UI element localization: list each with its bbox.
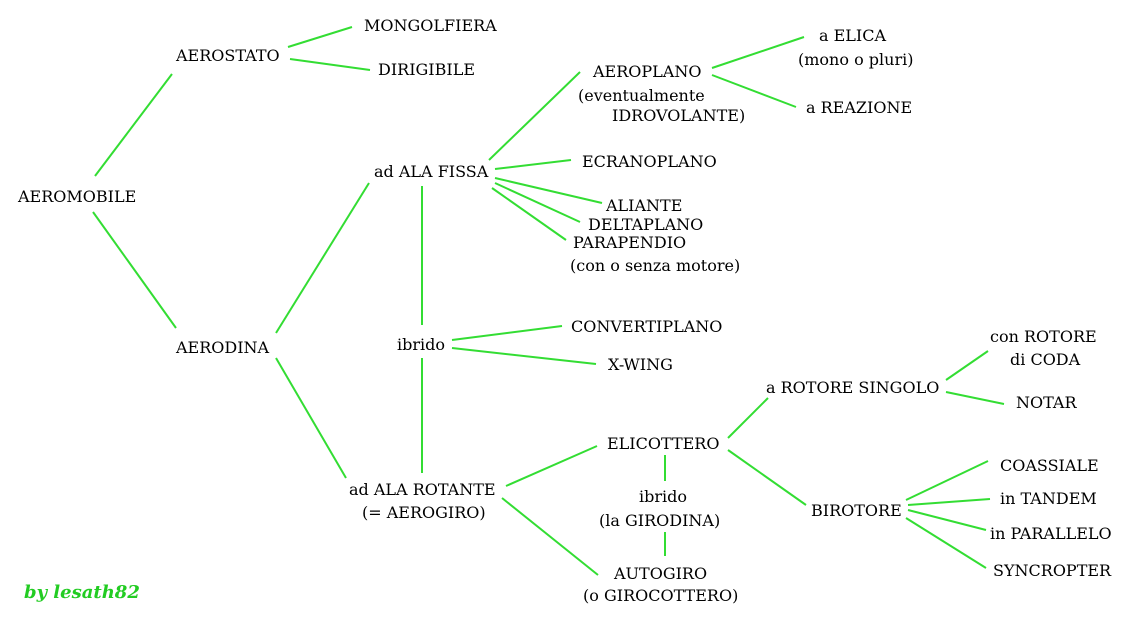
node-aerodina: AERODINA	[176, 338, 270, 357]
node-girodina: (la GIRODINA)	[599, 511, 721, 530]
node-aeroplano: AEROPLANO	[593, 62, 702, 81]
node-ibrido: ibrido	[397, 335, 445, 354]
node-ecranoplano: ECRANOPLANO	[582, 152, 717, 171]
link-aeromobile-aerodina	[92, 211, 177, 329]
link-alafissa-ecranoplano	[494, 159, 572, 170]
link-aeroplano-elica	[711, 36, 805, 69]
link-aeroplano-reazione	[711, 74, 797, 108]
node-x-wing: X-WING	[608, 355, 673, 374]
node-birotore: BIROTORE	[811, 501, 902, 520]
node-aliante: ALIANTE	[606, 196, 683, 215]
node-ala-rotante: ad ALA ROTANTE	[349, 480, 496, 499]
node-aeromobile: AEROMOBILE	[18, 187, 137, 206]
link-birotore-syncropter	[905, 517, 987, 569]
author-signature: by lesath82	[24, 582, 140, 603]
node-rotore-coda-1: con ROTORE	[990, 327, 1097, 346]
node-rotore-singolo: a ROTORE SINGOLO	[766, 378, 940, 397]
link-alarotante-autogiro	[501, 497, 599, 576]
node-aerostato: AEROSTATO	[176, 46, 280, 65]
node-aeroplano-note-2: IDROVOLANTE)	[612, 106, 746, 125]
node-elica-note: (mono o pluri)	[798, 50, 914, 69]
node-mongolfiera: MONGOLFIERA	[364, 16, 497, 35]
link-aerodina-alafissa	[275, 182, 370, 334]
node-aeroplano-note-1: (eventualmente	[578, 86, 705, 105]
node-elicottero: ELICOTTERO	[607, 434, 720, 453]
node-ibrido-girodina: ibrido	[639, 487, 687, 506]
node-parallelo: in PARALLELO	[990, 524, 1112, 543]
link-aeromobile-aerostato	[94, 73, 173, 177]
node-dirigibile: DIRIGIBILE	[378, 60, 475, 79]
link-birotore-coassiale	[905, 460, 989, 501]
node-reazione: a REAZIONE	[806, 98, 913, 117]
link-aerostato-dirigibile	[289, 58, 371, 71]
node-ala-fissa: ad ALA FISSA	[374, 162, 489, 181]
node-parapendio-note: (con o senza motore)	[570, 256, 741, 275]
node-convertiplano: CONVERTIPLANO	[571, 317, 723, 336]
node-tandem: in TANDEM	[1000, 489, 1097, 508]
link-ibrido-convertiplano	[451, 325, 563, 341]
node-elica: a ELICA	[819, 26, 887, 45]
node-coassiale: COASSIALE	[1000, 456, 1099, 475]
node-parapendio: PARAPENDIO	[573, 233, 687, 252]
link-ibrido-xwing	[451, 347, 597, 365]
node-autogiro: AUTOGIRO	[614, 564, 708, 583]
link-rotoresingolo-rotorecoda	[945, 350, 989, 381]
link-alafissa-deltaplano	[494, 182, 581, 223]
node-notar: NOTAR	[1016, 393, 1077, 412]
link-rotoresingolo-notar	[945, 391, 1005, 405]
link-birotore-parallelo	[907, 509, 987, 531]
link-aerodina-alarotante	[275, 357, 347, 479]
node-syncropter: SYNCROPTER	[993, 561, 1112, 580]
link-elicottero-birotore	[727, 449, 807, 506]
link-alafissa-aliante	[494, 177, 603, 204]
node-rotore-coda-2: di CODA	[1010, 350, 1081, 369]
link-alarotante-elicottero	[505, 445, 598, 487]
link-aerostato-mongolfiera	[287, 26, 353, 48]
link-alafissa-parapendio	[491, 187, 567, 241]
link-birotore-tandem	[907, 498, 991, 506]
node-autogiro-note: (o GIROCOTTERO)	[583, 586, 739, 605]
node-ala-rotante-note: (= AEROGIRO)	[362, 503, 486, 522]
link-elicottero-rotoresingolo	[727, 397, 769, 439]
node-deltaplano: DELTAPLANO	[588, 215, 704, 234]
link-alafissa-aeroplano	[488, 71, 581, 161]
